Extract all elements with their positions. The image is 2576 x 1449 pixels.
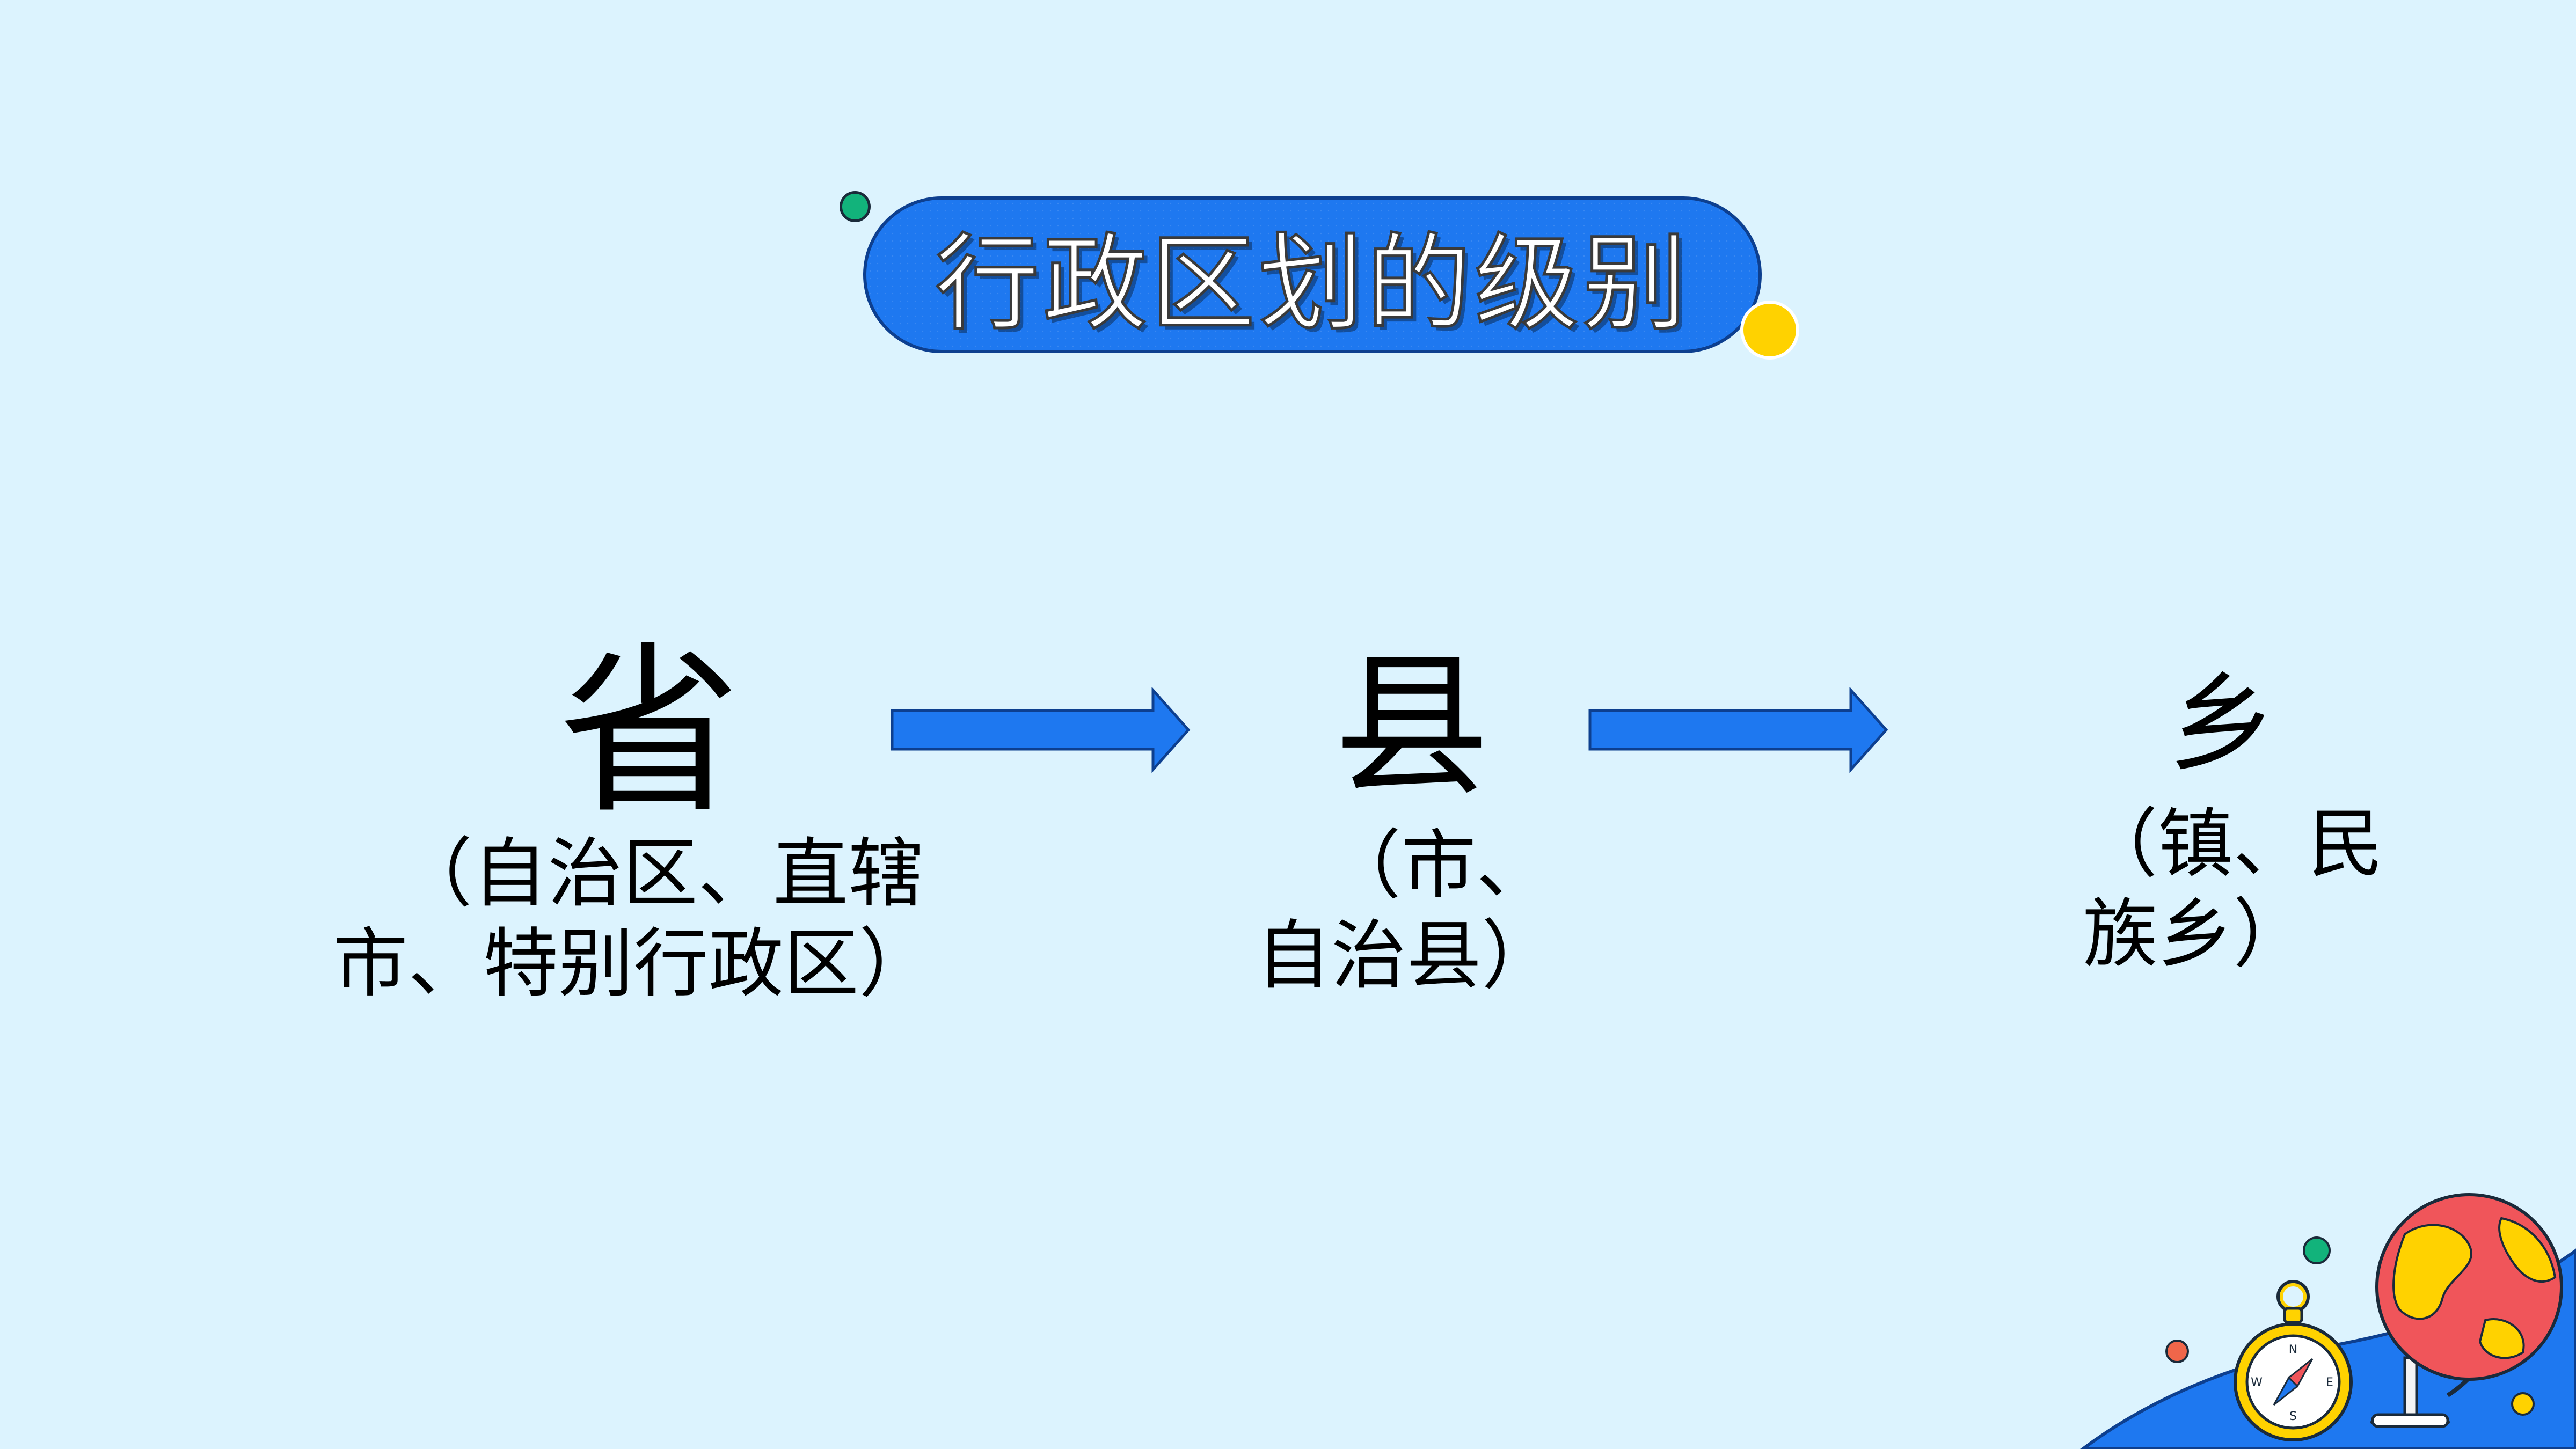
svg-text:N: N bbox=[2289, 1343, 2297, 1357]
level-township-note: （镇、民 族乡） bbox=[2083, 800, 2416, 980]
level-province-label: 省 bbox=[558, 626, 741, 839]
compass-icon: N S W E bbox=[2234, 1280, 2353, 1441]
yellow-dot-decoration bbox=[2511, 1392, 2535, 1416]
slide-title: 行政区划的级别 bbox=[933, 222, 1690, 346]
orange-dot-decoration bbox=[2165, 1340, 2189, 1363]
title-banner: 行政区划的级别 bbox=[863, 196, 1762, 353]
level-province-note-line-2: 市、特别行政区） bbox=[333, 920, 935, 1008]
globe-icon bbox=[2370, 1193, 2563, 1428]
green-dot-decoration bbox=[840, 191, 871, 222]
green-dot-decoration bbox=[2303, 1236, 2331, 1264]
svg-text:W: W bbox=[2251, 1376, 2263, 1389]
level-province-note: （自治区、直辖 市、特别行政区） bbox=[333, 829, 950, 1009]
level-county-note-line-1: （市、 bbox=[1326, 822, 1552, 910]
corner-decoration: N S W E bbox=[2079, 1193, 2576, 1449]
arrow-right-icon bbox=[891, 687, 1191, 773]
svg-text:S: S bbox=[2289, 1410, 2297, 1423]
level-township-label: 乡 bbox=[2169, 662, 2276, 787]
yellow-dot-decoration bbox=[1740, 301, 1799, 360]
level-township-note-line-1: （镇、民 bbox=[2083, 801, 2384, 888]
arrow-right-icon bbox=[1588, 687, 1888, 773]
level-county-note: （市、 自治县） bbox=[1256, 821, 1589, 1001]
level-province-note-line-1: （自治区、直辖 bbox=[397, 830, 924, 918]
level-county-label: 县 bbox=[1334, 636, 1490, 817]
svg-text:E: E bbox=[2326, 1376, 2333, 1389]
level-county-note-line-2: 自治县） bbox=[1256, 912, 1557, 1000]
level-township-note-line-2: 族乡） bbox=[2083, 891, 2309, 978]
